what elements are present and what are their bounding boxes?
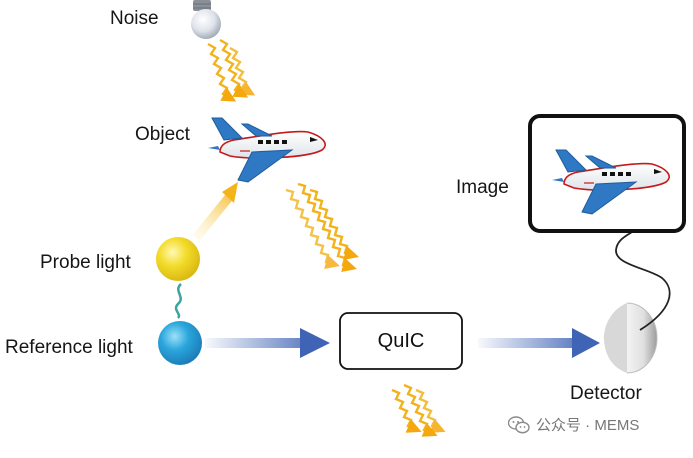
- reference-light-sphere: [158, 321, 202, 365]
- detector-icon: [603, 302, 658, 374]
- noise-label: Noise: [110, 8, 159, 29]
- probe-light-sphere: [156, 237, 200, 281]
- detector-cable: [615, 231, 671, 331]
- reference-beam-arrow: [205, 328, 330, 358]
- discarded-light-rays: [391, 383, 446, 437]
- watermark-text: 公众号 · MEMS: [536, 417, 640, 434]
- noise-light-rays: [207, 38, 256, 102]
- watermark: 公众号 · MEMS: [508, 414, 639, 435]
- image-label: Image: [456, 177, 509, 198]
- detector-label: Detector: [570, 383, 642, 404]
- probe-light-label: Probe light: [40, 252, 131, 273]
- reflected-light-rays: [285, 182, 359, 272]
- object-plane-icon: [207, 117, 326, 183]
- probe-arrow: [192, 182, 238, 241]
- entanglement-link: [174, 283, 182, 319]
- detector-beam-arrow: [478, 328, 600, 358]
- noise-bulb-icon: [191, 0, 221, 39]
- wechat-icon: [508, 415, 530, 433]
- reference-light-label: Reference light: [5, 337, 133, 358]
- object-label: Object: [135, 124, 190, 145]
- quic-box: [339, 312, 463, 370]
- quic-label: QuIC: [377, 329, 425, 352]
